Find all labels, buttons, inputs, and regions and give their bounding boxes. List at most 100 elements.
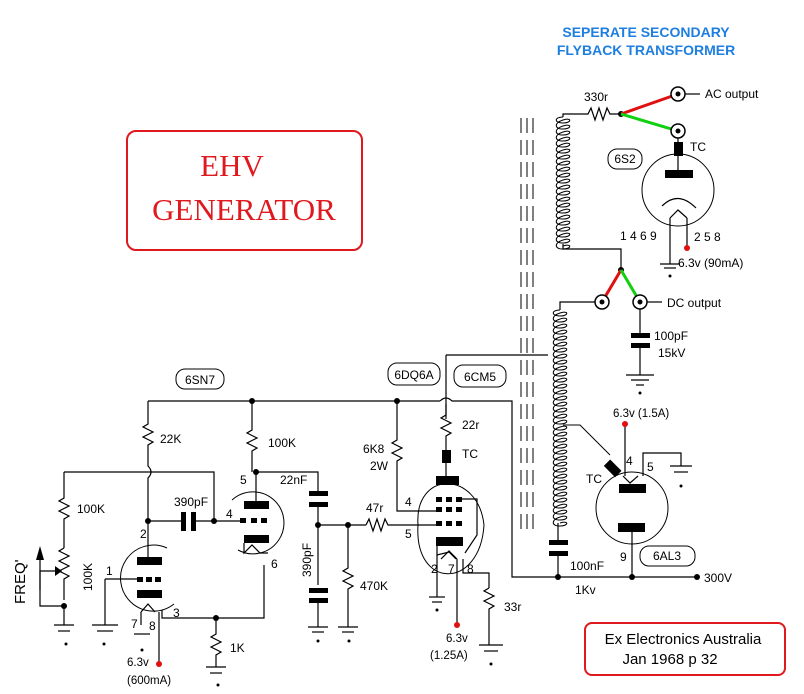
title-box (126, 130, 363, 251)
tube-label-6sn7-pill (175, 368, 225, 390)
ground-icon (134, 633, 150, 652)
capacitor-100pf (626, 309, 654, 395)
supply-300v-terminal[interactable] (694, 574, 700, 580)
label-390pf-coupling: 390pF (174, 495, 208, 509)
pin-3: 3 (173, 606, 180, 620)
heater-6sn7-current: (600mA) (127, 675, 171, 687)
tube-label-6s2: 6S2 (614, 152, 636, 166)
pin-7-sn7: 7 (131, 617, 138, 631)
tube-label-6al3-pill (639, 545, 696, 567)
tc-label-6al3: TC (586, 472, 602, 486)
6s2-pins-left: 1 4 6 9 (620, 229, 657, 243)
capacitor-22nf (309, 491, 328, 585)
junction-6al3-anode (629, 574, 635, 580)
label-100pf: 100pF (654, 329, 688, 343)
tube-label-6al3: 6AL3 (653, 549, 681, 563)
ac-terminal-center (675, 91, 681, 97)
label-22r: 22r (462, 418, 479, 432)
label-22nf: 22nF (280, 473, 307, 487)
reference-box (584, 622, 786, 676)
transformer-core (520, 118, 534, 529)
label-33r: 33r (504, 600, 521, 614)
label-47r: 47r (366, 501, 383, 515)
tube-6sn7-section2 (231, 471, 319, 555)
resistor-22r (439, 404, 453, 450)
header-line2: FLYBACK TRANSFORMER (557, 42, 735, 58)
wire-green-tc (620, 112, 679, 133)
resistor-330r (562, 106, 621, 122)
ground-icon (92, 624, 118, 646)
wire-feedback (64, 471, 215, 521)
ac-output-label: AC output (705, 87, 759, 101)
tc-terminal-center (675, 128, 681, 134)
title-line2: GENERATOR (152, 192, 336, 227)
dc-output-label: DC output (667, 296, 722, 310)
label-6k8: 6K8 (363, 442, 385, 456)
pin-5-sn7: 5 (240, 473, 247, 487)
tc-label-6dq6a: TC (462, 447, 478, 461)
wire-pot-wiper (39, 590, 64, 607)
tube-6s2 (641, 138, 715, 246)
tube-label-6dq6a-pill (387, 362, 441, 386)
pin-8-dq6: 8 (467, 562, 474, 576)
resistor-1k (206, 618, 226, 687)
tube-6al3 (563, 424, 692, 577)
resistor-100k-plate (245, 401, 259, 472)
resistor-470k (338, 525, 358, 643)
pin-4-al3: 4 (626, 454, 633, 468)
tube-label-6cm5: 6CM5 (464, 370, 496, 384)
supply-300v-label: 300V (704, 571, 732, 585)
resistor-6k8 (390, 401, 436, 512)
reference-line2: Jan 1968 p 32 (622, 651, 717, 668)
ground-icon (54, 606, 74, 646)
dc-terminal-center (637, 299, 643, 305)
heater-dot-6dq6a (454, 622, 460, 628)
capacitor-100nf (549, 523, 568, 577)
label-390pf-divider: 390pF (300, 543, 314, 577)
pin-8-sn7: 8 (149, 619, 156, 633)
heater-dot-6al3 (622, 421, 628, 427)
label-470k: 470K (360, 579, 388, 593)
title-line1: EHV (200, 148, 264, 183)
ground-icon (660, 263, 680, 278)
heater-dot-6s2 (684, 245, 690, 251)
6s2-pins-right: 2 5 8 (694, 230, 721, 244)
capacitor-390pf-coupling (148, 512, 240, 531)
resistor-47r (365, 517, 436, 533)
wire-primary-top (559, 301, 595, 310)
heater-dot-6sn7 (156, 661, 162, 667)
label-15kv: 15kV (658, 346, 685, 360)
tube-label-6dq6a: 6DQ6A (394, 368, 433, 382)
pin-5-al3: 5 (647, 460, 654, 474)
label-2w: 2W (370, 459, 389, 473)
pin-5-dq6: 5 (405, 527, 412, 541)
tube-label-6s2-pill (607, 148, 643, 170)
pin-1: 1 (106, 564, 113, 578)
ground-icon (429, 596, 445, 612)
wire-secondary-bottom (562, 244, 622, 270)
junction-100nf (555, 574, 561, 580)
potentiometer-freq[interactable] (36, 546, 71, 606)
label-pot-100k: 100K (81, 563, 95, 591)
heater-6sn7-voltage: 6.3v (127, 657, 149, 669)
resistor-22k (141, 401, 155, 521)
label-330r: 330r (584, 90, 608, 104)
pin-2: 2 (140, 527, 147, 541)
secondary-winding-upper (555, 116, 571, 250)
pin-2-dq6: 2 (431, 562, 438, 576)
label-1k: 1K (230, 641, 245, 655)
pin-4-sn7: 4 (226, 507, 233, 521)
label-100k-plate: 100K (268, 436, 296, 450)
label-1kv: 1Kv (575, 583, 596, 597)
pin-4-dq6: 4 (405, 495, 412, 509)
heater-6dq6a-current: (1.25A) (430, 650, 468, 662)
primary-winding (552, 309, 568, 527)
tube-6dq6a (417, 450, 496, 645)
tc-label-6s2: TC (690, 140, 706, 154)
reference-line1: Ex Electronics Australia (605, 631, 762, 648)
wire-300v-rail (439, 397, 697, 578)
tube-label-6cm5-pill (453, 364, 507, 388)
wire-red-ac (620, 92, 679, 116)
capacitor-390pf-divider (308, 588, 328, 643)
